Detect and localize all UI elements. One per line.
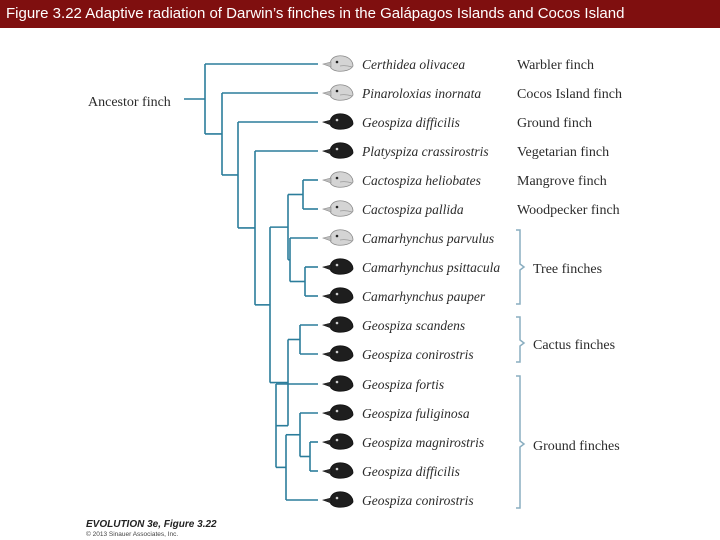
group-label: Ground finches [533, 439, 620, 454]
finch-dark-icon [323, 463, 353, 478]
species-name: Geospiza difficilis [362, 115, 460, 130]
species-name: Certhidea olivacea [362, 57, 465, 72]
common-name: Ground finch [517, 116, 592, 131]
group-bracket [516, 376, 524, 508]
species-name: Geospiza fuliginosa [362, 406, 470, 421]
finch-dark-icon [323, 114, 353, 129]
species-name: Camarhynchus pauper [362, 289, 486, 304]
species-name: Geospiza fortis [362, 377, 444, 392]
group-label: Tree finches [533, 262, 602, 277]
common-name: Warbler finch [517, 58, 594, 73]
finch-dark-icon [323, 346, 353, 361]
copyright-notice: © 2013 Sinauer Associates, Inc. [86, 531, 178, 538]
group-bracket [516, 317, 524, 362]
finch-light-icon [323, 172, 353, 187]
species-name: Geospiza scandens [362, 318, 465, 333]
species-name: Camarhynchus parvulus [362, 231, 494, 246]
species-name: Geospiza conirostris [362, 493, 474, 508]
finch-dark-icon [323, 434, 353, 449]
finch-light-icon [323, 85, 353, 100]
tree-branches [184, 64, 318, 500]
group-bracket [516, 230, 524, 304]
common-name: Vegetarian finch [517, 145, 609, 160]
finch-dark-icon [323, 143, 353, 158]
common-name: Woodpecker finch [517, 203, 620, 218]
species-name: Geospiza conirostris [362, 347, 474, 362]
species-name: Cactospiza pallida [362, 202, 464, 217]
species-name: Cactospiza heliobates [362, 173, 481, 188]
finch-dark-icon [323, 288, 353, 303]
finch-dark-icon [323, 376, 353, 391]
finch-dark-icon [323, 405, 353, 420]
finch-illustrations [323, 56, 353, 507]
finch-light-icon [323, 56, 353, 71]
finch-dark-icon [323, 492, 353, 507]
finch-light-icon [323, 230, 353, 245]
common-name: Cocos Island finch [517, 87, 622, 102]
common-name: Mangrove finch [517, 174, 607, 189]
figure-credit: EVOLUTION 3e, Figure 3.22 [86, 519, 217, 530]
species-name: Geospiza difficilis [362, 464, 460, 479]
group-label: Cactus finches [533, 338, 615, 353]
species-name: Pinaroloxias inornata [361, 86, 481, 101]
species-name: Geospiza magnirostris [362, 435, 484, 450]
species-name: Platyspiza crassirostris [361, 144, 489, 159]
finch-dark-icon [323, 317, 353, 332]
finch-light-icon [323, 201, 353, 216]
finch-dark-icon [323, 259, 353, 274]
species-name: Camarhynchus psittacula [362, 260, 500, 275]
ancestor-label: Ancestor finch [88, 95, 171, 110]
